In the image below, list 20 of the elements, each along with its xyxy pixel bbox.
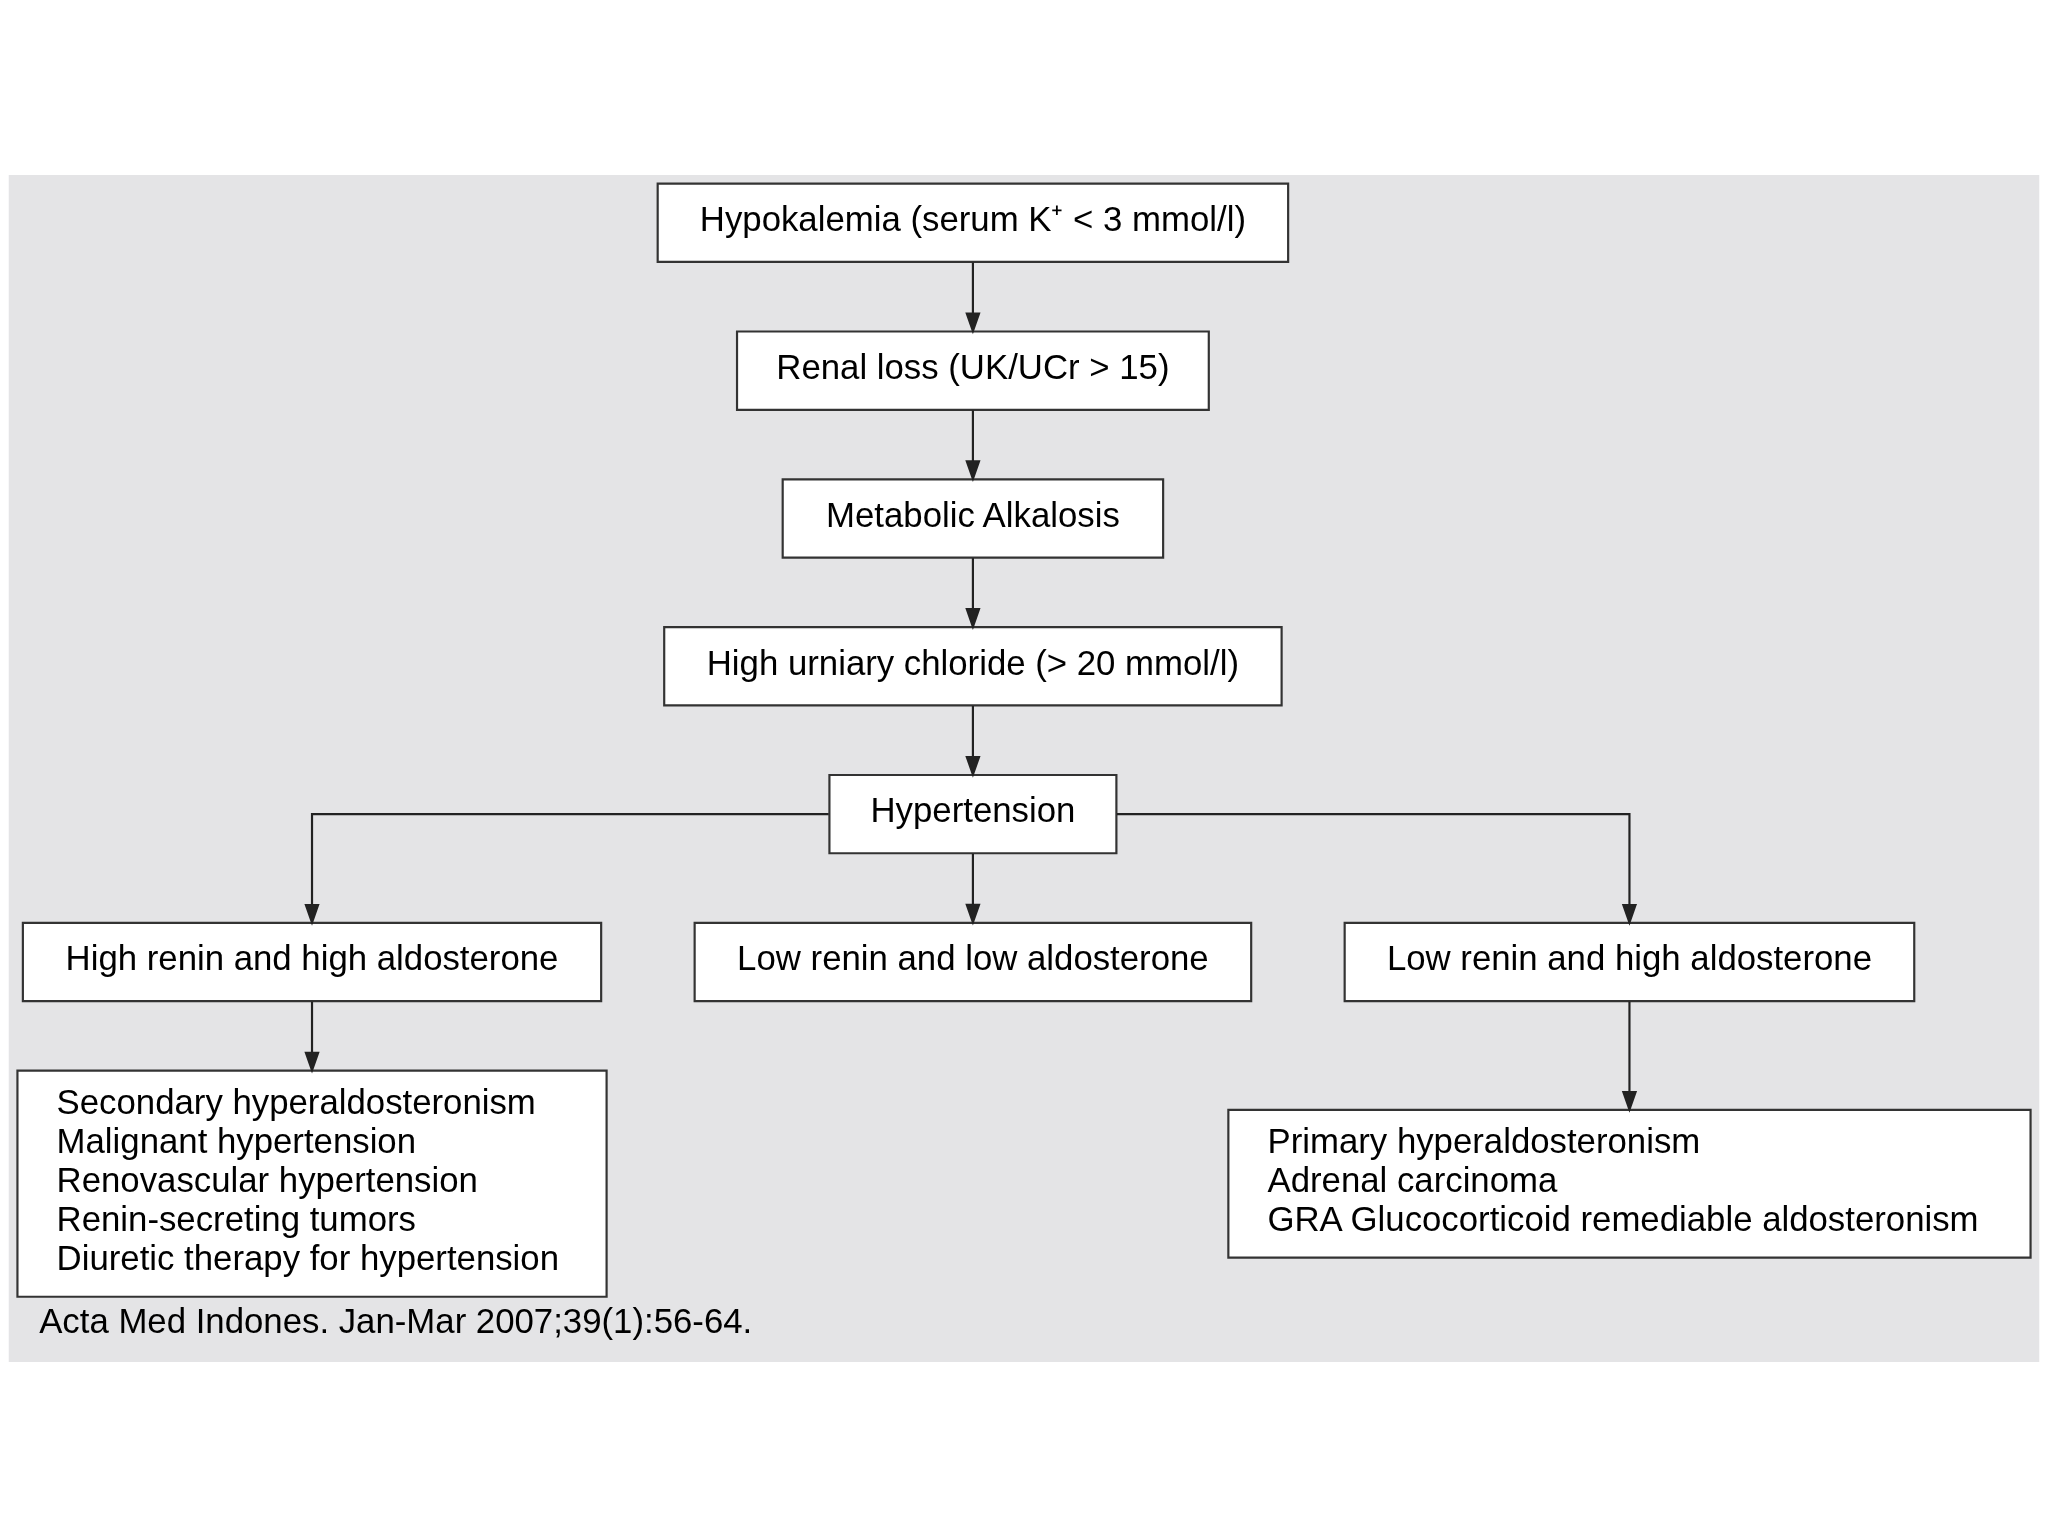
- arrow: [304, 812, 829, 926]
- arrow: [304, 1001, 320, 1073]
- caption: Acta Med Indones. Jan-Mar 2007;39(1):56-64.: [39, 1301, 753, 1340]
- node-box: High urniary chloride (> 20 mmol/l): [663, 625, 1283, 707]
- node-box: Secondary hyperaldosteronism Malignant hypertension Renovascular hypertension Renin-secreting tumors Diuretic therapy for hypertension: [16, 1069, 608, 1298]
- arrow: [965, 261, 981, 334]
- arrow: [965, 705, 981, 778]
- node-box: Hypertension: [828, 773, 1118, 854]
- node-box: High renin and high aldosterone: [21, 921, 603, 1002]
- arrow: [965, 409, 981, 482]
- node-box: Metabolic Alkalosis: [781, 477, 1165, 559]
- node-box: Primary hyperaldosteronism Adrenal carcinoma GRA Glucocorticoid remediable aldosteronism: [1227, 1108, 2032, 1259]
- arrow: [965, 557, 981, 630]
- arrow: [1621, 1001, 1638, 1113]
- node-box: Hypokalemia (serum K⁺ < 3 mmol/l): [656, 182, 1290, 263]
- node-box: Renal loss (UK/UCr > 15): [735, 329, 1210, 411]
- arrow: [965, 853, 981, 926]
- arrow: [1117, 812, 1638, 926]
- node-box: Low renin and high aldosterone: [1343, 921, 1916, 1002]
- node-box: Low renin and low aldosterone: [693, 921, 1253, 1002]
